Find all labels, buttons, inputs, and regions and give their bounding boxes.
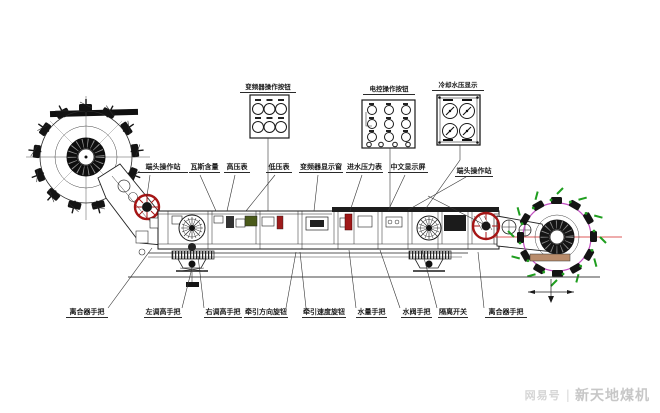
label-raise-left-handle: 左调高手把 xyxy=(144,308,182,319)
label-low-pressure-gauge: 低压表 xyxy=(266,163,292,174)
right-cutting-drum xyxy=(492,187,622,287)
label-clutch-handle-right: 离合器手把 xyxy=(485,308,527,319)
left-haulage-wheel xyxy=(178,214,206,251)
watermark: 网易号 | 新天地煤机 xyxy=(525,385,650,405)
label-electric-panel: 电控操作按钮 xyxy=(363,85,415,96)
electric-control-panel xyxy=(361,99,416,149)
watermark-account: 新天地煤机 xyxy=(575,388,650,404)
label-clutch-handle-left: 离合器手把 xyxy=(66,308,108,319)
left-station-highlight xyxy=(133,193,161,221)
right-station-highlight xyxy=(471,211,501,241)
pressure-gauge xyxy=(442,103,475,139)
machine-body xyxy=(148,207,500,258)
right-ranging-arm xyxy=(496,215,555,253)
drum-skid-plate xyxy=(529,253,571,262)
cooling-pressure-panel xyxy=(436,94,481,146)
label-traction-speed-knob: 牵引速度旋钮 xyxy=(302,308,346,319)
right-support-leg xyxy=(408,250,452,272)
right-haulage-wheel xyxy=(416,215,442,241)
label-isolation-switch: 隔离开关 xyxy=(438,308,468,319)
label-vfd-panel: 变频器操作按钮 xyxy=(240,83,296,94)
left-cutting-drum xyxy=(26,96,150,220)
label-water-inlet-pressure: 进水压力表 xyxy=(346,163,383,174)
label-chinese-display: 中文显示屏 xyxy=(388,163,428,174)
label-raise-right-handle: 右调高手把 xyxy=(204,308,242,319)
label-traction-direction-knob: 牵引方向旋钮 xyxy=(244,308,288,319)
watermark-platform: 网易号 xyxy=(524,389,561,402)
label-right-station: 端头操作站 xyxy=(455,167,493,178)
label-water-flow-handle: 水量手把 xyxy=(356,308,387,319)
left-support-leg xyxy=(171,250,215,287)
leader-lines xyxy=(107,138,485,309)
label-high-pressure-gauge: 高压表 xyxy=(224,163,250,174)
roof-support-bar xyxy=(49,108,139,118)
watermark-separator: | xyxy=(565,388,570,402)
vfd-panel xyxy=(249,94,290,139)
left-ranging-arm xyxy=(97,163,163,256)
label-vfd-display-window: 变频器显示窗 xyxy=(299,163,343,174)
label-cooling-panel: 冷却水压显示 xyxy=(432,81,484,92)
label-left-station: 端头操作站 xyxy=(138,163,188,174)
dimension-marker xyxy=(528,279,574,303)
label-gas-content: 瓦斯含量 xyxy=(189,163,220,174)
label-water-valve-handle: 水阀手把 xyxy=(401,308,432,319)
